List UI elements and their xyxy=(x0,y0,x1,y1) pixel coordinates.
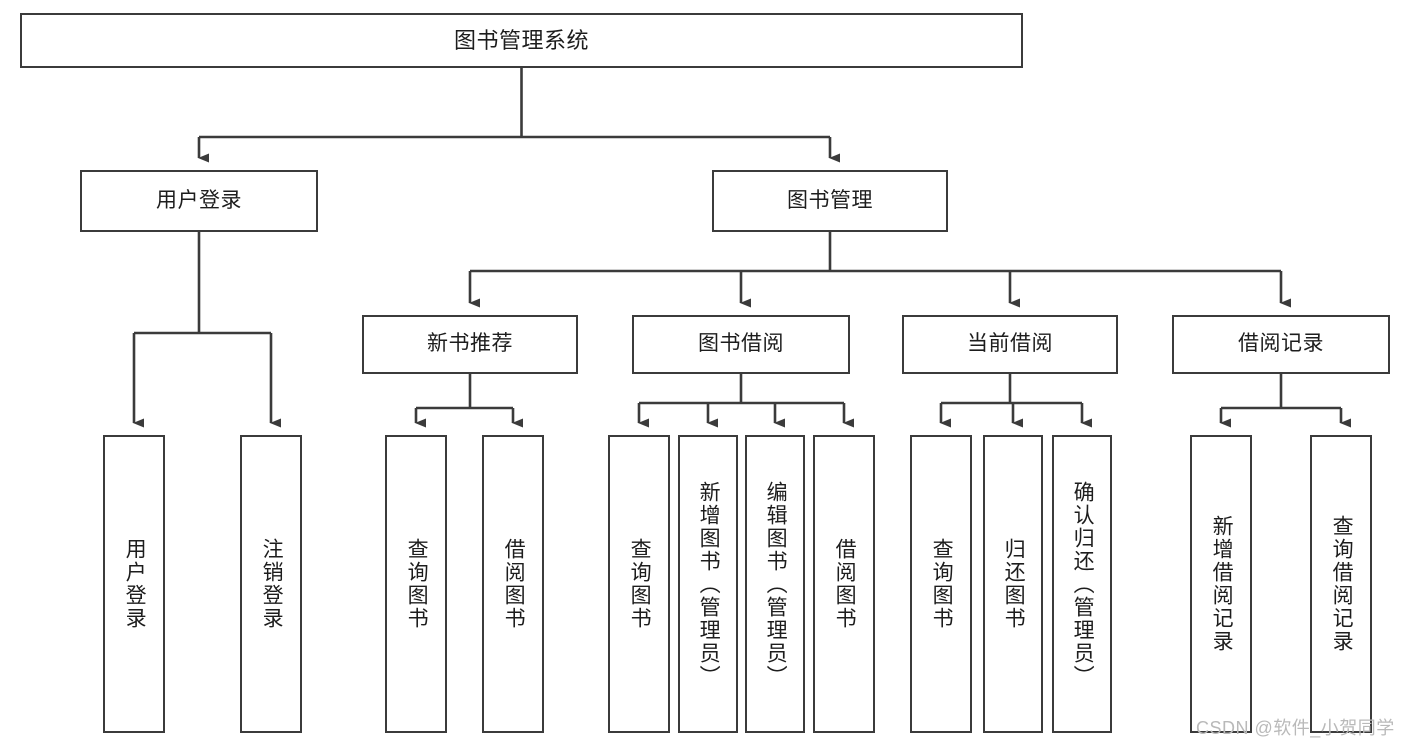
node-user-login[interactable]: 用户登录 xyxy=(80,170,318,232)
node-leaf-add-borrow-record[interactable]: 新增借阅记录 xyxy=(1190,435,1252,733)
node-leaf-borrow-book-1[interactable]: 借阅图书 xyxy=(482,435,544,733)
node-new-book-recommend[interactable]: 新书推荐 xyxy=(362,315,578,374)
node-borrow-record[interactable]: 借阅记录 xyxy=(1172,315,1390,374)
node-book-borrow[interactable]: 图书借阅 xyxy=(632,315,850,374)
node-leaf-query-book-1[interactable]: 查询图书 xyxy=(385,435,447,733)
node-leaf-logout[interactable]: 注销登录 xyxy=(240,435,302,733)
node-leaf-confirm-return[interactable]: 确认归还（管理员） xyxy=(1052,435,1112,733)
node-leaf-edit-book[interactable]: 编辑图书（管理员） xyxy=(745,435,805,733)
node-root[interactable]: 图书管理系统 xyxy=(20,13,1023,68)
node-leaf-query-borrow-record[interactable]: 查询借阅记录 xyxy=(1310,435,1372,733)
node-leaf-borrow-book-2[interactable]: 借阅图书 xyxy=(813,435,875,733)
node-leaf-query-book-2[interactable]: 查询图书 xyxy=(608,435,670,733)
node-leaf-add-book[interactable]: 新增图书（管理员） xyxy=(678,435,738,733)
node-book-manage[interactable]: 图书管理 xyxy=(712,170,948,232)
edge-paths xyxy=(132,68,1351,428)
node-leaf-user-login[interactable]: 用户登录 xyxy=(103,435,165,733)
node-leaf-query-book-3[interactable]: 查询图书 xyxy=(910,435,972,733)
node-leaf-return-book[interactable]: 归还图书 xyxy=(983,435,1043,733)
node-current-borrow[interactable]: 当前借阅 xyxy=(902,315,1118,374)
